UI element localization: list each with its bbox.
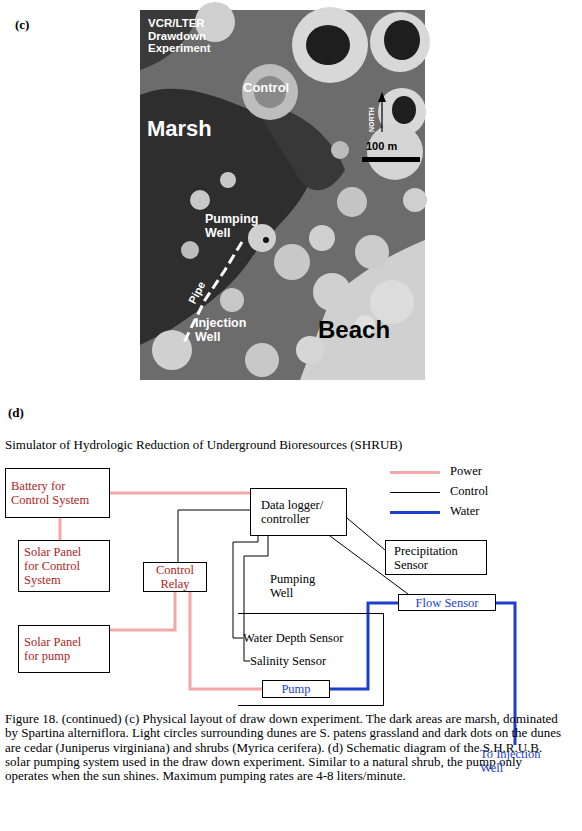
scale-label: 100 m xyxy=(366,140,397,153)
node-text: Data logger/ controller xyxy=(261,498,336,526)
flow-sensor-box: Flow Sensor xyxy=(398,594,496,611)
well-heading: Pumping Well xyxy=(270,572,332,600)
dune-shrubs xyxy=(392,96,416,124)
north-arrow-head xyxy=(378,92,386,102)
dune-shrubs xyxy=(384,20,420,60)
dune-grassland xyxy=(355,235,389,269)
outlet-label: To Injection Well xyxy=(480,745,550,777)
legend-line-sample xyxy=(390,511,440,514)
node-text: Solar Panel for pump xyxy=(24,635,94,663)
dune-shrubs xyxy=(306,25,350,65)
dune-grassland xyxy=(181,241,199,259)
node-text: Pump xyxy=(281,682,310,696)
dune-grassland xyxy=(337,187,367,217)
node-text: Solar Panel for Control System xyxy=(24,545,94,587)
node-text: Water Depth Sensor xyxy=(243,631,343,645)
controller-box: Data logger/ controller xyxy=(250,488,347,536)
solar-panel-box: Solar Panel for pump xyxy=(18,625,110,673)
panel-label: (c) xyxy=(15,17,29,32)
node-text: Salinity Sensor xyxy=(250,654,326,668)
legend-text: Control xyxy=(450,484,488,499)
sensor-label: Salinity Sensor xyxy=(250,654,326,668)
map-label: Pumping Well xyxy=(205,212,267,240)
aerial-photo xyxy=(140,2,430,380)
control-line xyxy=(233,536,258,638)
power-line xyxy=(110,492,250,495)
dune-grassland xyxy=(370,12,430,72)
dune-grassland xyxy=(190,190,210,210)
dune-grassland xyxy=(220,288,244,312)
node-text: Flow Sensor xyxy=(416,596,479,610)
relay-box: Control Relay xyxy=(143,562,207,592)
node-text: To Injection Well xyxy=(480,747,550,775)
legend-text: Power xyxy=(450,464,482,479)
dune-grassland xyxy=(245,343,279,377)
dune-grassland xyxy=(242,64,298,120)
map-label: Injection Well xyxy=(195,316,257,344)
node-text: Control Relay xyxy=(147,563,203,591)
control-line xyxy=(178,510,250,562)
legend-line-sample xyxy=(390,471,440,474)
legend-row: Control xyxy=(390,484,500,500)
dune-shrubs xyxy=(263,237,269,243)
scale-bar xyxy=(362,157,420,162)
legend-row: Power xyxy=(390,464,500,480)
power-line xyxy=(110,592,175,630)
photo-title: VCR/LTER Drawdown Experiment xyxy=(148,17,220,55)
dune-grassland xyxy=(274,244,310,280)
control-line xyxy=(347,518,385,550)
dune-grassland xyxy=(248,224,276,252)
legend-row: Water xyxy=(390,504,500,520)
dune-grassland xyxy=(313,273,351,311)
dune-grassland xyxy=(331,141,349,159)
north-arrow xyxy=(381,100,382,132)
map-label: Marsh xyxy=(147,116,212,141)
power-line xyxy=(59,518,62,540)
solar-panel-box: Solar Panel for Control System xyxy=(18,540,110,592)
dune-grassland xyxy=(220,172,236,188)
dune-grassland xyxy=(403,188,427,212)
diagram-title: Simulator of Hydrologic Reduction of Und… xyxy=(5,437,402,453)
north-label: NORTH xyxy=(368,107,376,132)
pump-box: Pump xyxy=(262,680,330,698)
legend-line-sample xyxy=(390,492,440,493)
map-label: Beach xyxy=(318,316,390,344)
battery-box: Battery for Control System xyxy=(5,468,110,518)
legend-text: Water xyxy=(450,504,480,519)
pumping-well: Pumping WellWater Depth SensorSalinity S… xyxy=(238,613,384,706)
dune-grassland xyxy=(309,225,335,251)
node-text: Battery for Control System xyxy=(11,479,104,507)
map-label: Control xyxy=(243,80,289,95)
node-text: Precipitation Sensor xyxy=(394,544,478,572)
water-pipe xyxy=(330,603,398,689)
panel-label: (d) xyxy=(8,405,24,420)
dune-grassland xyxy=(367,124,423,180)
sensor-box: Precipitation Sensor xyxy=(385,540,487,575)
sensor-label: Water Depth Sensor xyxy=(243,631,343,645)
dune-grassland xyxy=(292,7,368,83)
